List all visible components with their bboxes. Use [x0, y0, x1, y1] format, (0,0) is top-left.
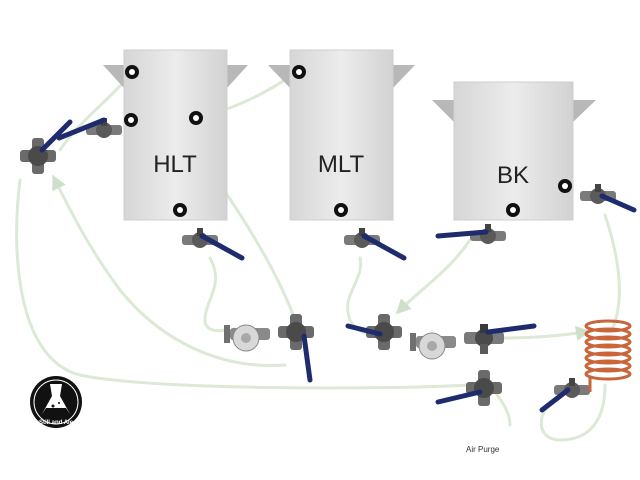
hose-hlt-bottom-to-pump — [203, 256, 227, 333]
hose-left-main-loop — [15, 178, 472, 390]
vessel-bk-body — [453, 81, 574, 221]
three-way-valve-icon — [345, 314, 402, 350]
three-way-valve-lower[interactable] — [435, 370, 502, 406]
counterflow-chiller[interactable] — [584, 319, 632, 392]
pump-icon — [410, 332, 456, 360]
ball-valve-icon — [435, 224, 506, 244]
hose-manifold-to-chiller — [503, 325, 591, 341]
vessel-hlt-label: HLT — [153, 151, 197, 178]
hose-pump-to-left-valve — [52, 174, 287, 368]
vessel-hlt: HLT — [103, 49, 248, 221]
vessel-mlt-left-lip — [268, 65, 290, 88]
ball-valve-mlt-outlet[interactable] — [344, 228, 407, 261]
ball-valve-icon — [56, 117, 122, 141]
ball-valve-icon — [182, 228, 245, 261]
hose-chiller-return — [603, 213, 621, 332]
port-icon — [334, 203, 348, 217]
ball-valve-manifold[interactable] — [464, 323, 537, 354]
pump-icon — [224, 324, 270, 352]
counterflow-chiller-icon — [584, 319, 632, 392]
three-way-valve-icon — [20, 119, 73, 174]
ball-valve-hlt-outlet[interactable] — [182, 228, 245, 261]
hose-mlt-bottom-to-mlt-valve — [346, 256, 377, 337]
port-icon — [173, 203, 187, 217]
ball-valve-bk-outlet[interactable] — [435, 224, 506, 244]
three-way-valve-icon — [435, 370, 502, 406]
ball-valve-bk-side[interactable] — [580, 184, 637, 213]
ball-valve-icon — [580, 184, 637, 213]
ball-valve-icon — [539, 378, 590, 413]
vessel-bk-left-lip — [432, 100, 454, 122]
three-way-valve-mlt-manifold[interactable] — [345, 314, 402, 350]
pump-2[interactable] — [410, 332, 456, 360]
vessel-mlt-label: MLT — [318, 151, 365, 178]
ball-valve-chiller-inlet[interactable] — [539, 378, 590, 413]
vessel-hlt-body — [123, 49, 228, 221]
port-icon — [292, 65, 306, 79]
vessel-hlt-left-lip — [103, 65, 124, 88]
port-icon — [558, 179, 572, 193]
vessel-mlt-right-lip — [393, 65, 415, 88]
ball-valve-icon — [464, 323, 537, 354]
port-icon — [506, 203, 520, 217]
air-purge-label: Air Purge — [466, 445, 500, 454]
three-way-valve-pump1[interactable] — [278, 314, 314, 383]
ports — [124, 65, 572, 217]
port-icon — [189, 111, 203, 125]
logo-text: Still and Ale — [39, 420, 74, 426]
port-icon — [125, 65, 139, 79]
vessel-bk: BK — [432, 81, 596, 221]
three-way-valve-icon — [278, 314, 314, 383]
vessel-bk-label: BK — [497, 162, 529, 189]
hose-air-purge — [493, 390, 512, 427]
port-icon — [124, 113, 138, 127]
vessel-hlt-right-lip — [227, 65, 248, 88]
pump-1[interactable] — [224, 324, 270, 352]
logo: Still and Ale — [30, 376, 82, 428]
hose-bk-valve-to-manifold — [395, 238, 472, 315]
vessel-mlt: MLT — [268, 49, 415, 221]
vessel-mlt-body — [289, 49, 394, 221]
three-way-valve-left[interactable] — [20, 119, 73, 174]
ball-valve-hlt-side[interactable] — [56, 117, 122, 141]
vessel-bk-right-lip — [573, 100, 596, 122]
ball-valve-icon — [344, 228, 407, 261]
logo-icon — [30, 376, 82, 428]
